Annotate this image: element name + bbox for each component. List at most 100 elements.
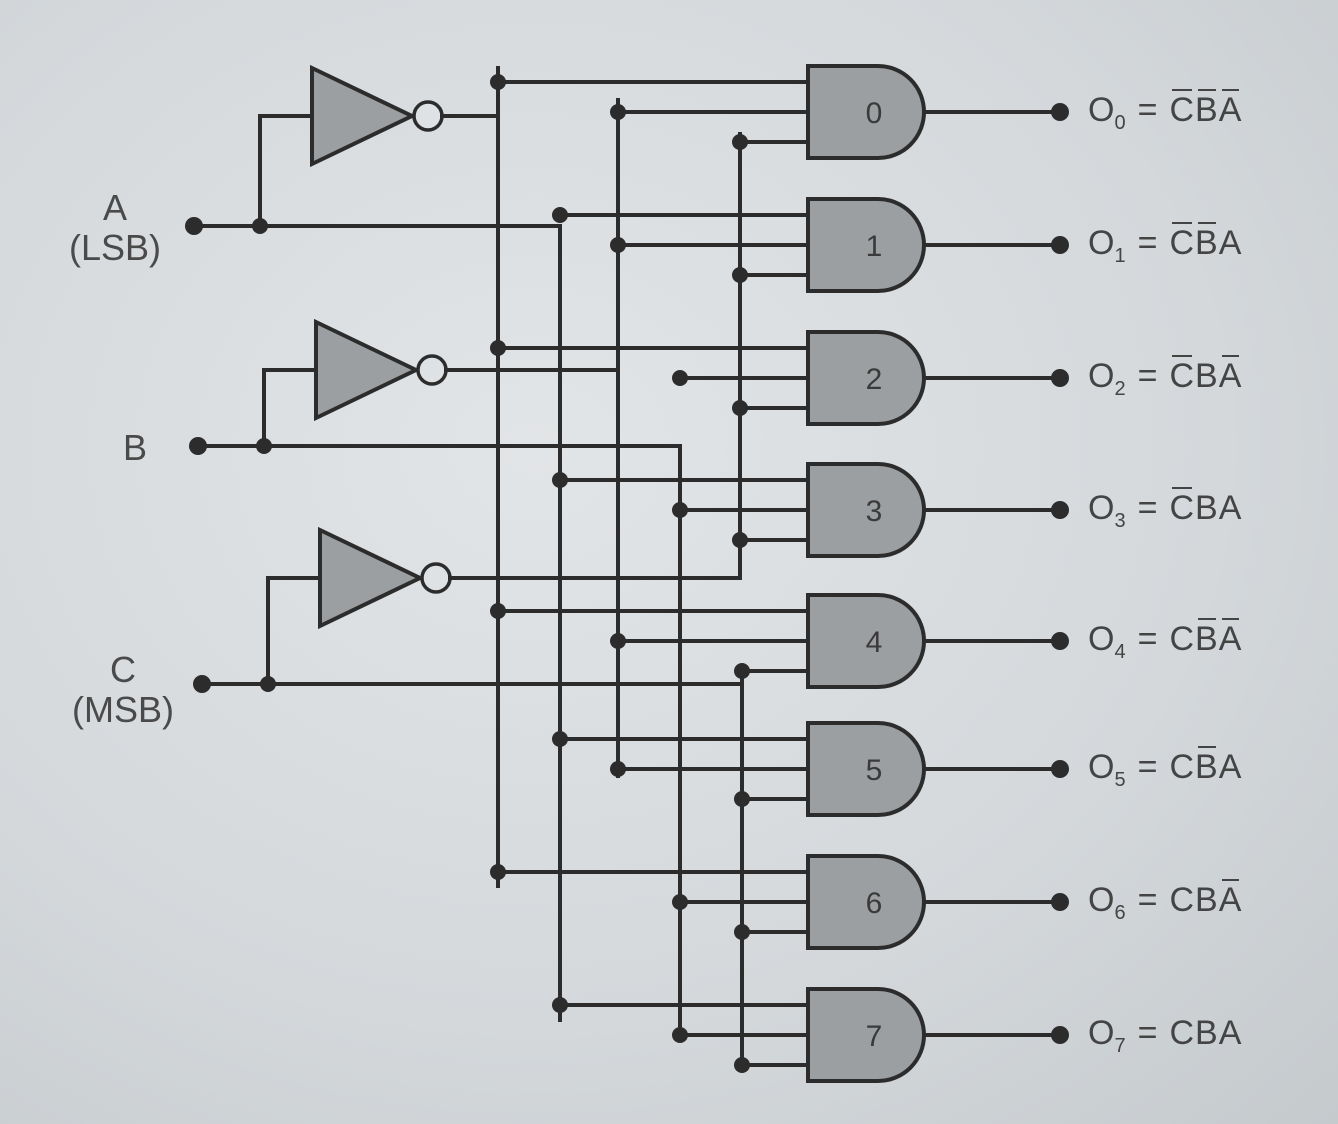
output-5-index: 5 (1114, 769, 1126, 791)
gate-6-tap-1 (672, 894, 688, 910)
and-gate-2-label: 2 (866, 363, 883, 396)
output-0-index: 0 (1114, 112, 1126, 134)
gate-5-tap-1 (610, 761, 626, 777)
gate-3-tap-2 (732, 532, 748, 548)
input-a-note: (LSB) (68, 227, 162, 268)
input-b-label: B (100, 428, 170, 468)
output-4-equation: O4=CBA (1088, 618, 1243, 672)
output-5-terminal (1051, 760, 1069, 778)
output-6-index: 6 (1114, 902, 1126, 924)
output-7-literal-a: A (1218, 1014, 1243, 1052)
and-gate-4-label: 4 (866, 626, 883, 659)
output-7-literal-b: B (1195, 1014, 1219, 1052)
output-4-name: O (1088, 620, 1115, 658)
and-gate-3 (806, 462, 926, 558)
gate-7-tap-1 (672, 1027, 688, 1043)
input-a-terminal (185, 217, 203, 235)
input-c-terminal (193, 675, 211, 693)
inverter-c-bubble (420, 562, 452, 594)
output-2-index: 2 (1114, 378, 1126, 400)
and-gate-3-label: 3 (866, 495, 883, 528)
and-gate-1 (806, 197, 926, 293)
output-3-equals: = (1137, 489, 1158, 527)
output-2-literal-b: B (1195, 357, 1219, 395)
gate-2-tap-2 (732, 400, 748, 416)
output-3-literal-c: C (1169, 487, 1195, 527)
output-7-name: O (1088, 1014, 1115, 1052)
output-5-equals: = (1137, 748, 1158, 786)
gate-6-tap-0 (490, 864, 506, 880)
and-gate-1-label: 1 (866, 230, 883, 263)
output-2-name: O (1088, 357, 1115, 395)
gate-3-tap-0 (552, 472, 568, 488)
output-6-equals: = (1137, 881, 1158, 919)
inverter-b-triangle (314, 318, 421, 422)
output-3-terminal (1051, 501, 1069, 519)
output-4-index: 4 (1114, 641, 1126, 663)
inverter-a-triangle (310, 64, 417, 168)
output-7-terminal (1051, 1026, 1069, 1044)
output-4-literal-a: A (1218, 618, 1243, 658)
output-2-literal-c: C (1169, 355, 1195, 395)
output-1-equals: = (1137, 224, 1158, 262)
output-1-literal-b: B (1195, 222, 1219, 262)
output-7-equation: O7 = CBA (1088, 1013, 1242, 1066)
output-4-equals: = (1137, 620, 1158, 658)
inverter-b-bubble (416, 354, 448, 386)
and-gate-7 (806, 987, 926, 1083)
output-1-name: O (1088, 224, 1115, 262)
and-gate-5 (806, 721, 926, 817)
output-7-equals: = (1137, 1014, 1158, 1052)
and-gate-2 (806, 330, 926, 426)
gate-7-tap-0 (552, 997, 568, 1013)
output-6-literal-b: B (1195, 881, 1219, 919)
output-0-equals: = (1137, 91, 1158, 129)
input-c-name: C (110, 649, 136, 690)
gate-5-tap-2 (734, 791, 750, 807)
gate-5-tap-0 (552, 731, 568, 747)
input-a-riser (258, 114, 314, 228)
output-3-literal-a: A (1218, 489, 1243, 527)
output-0-terminal (1051, 103, 1069, 121)
output-4-literal-b: B (1195, 618, 1219, 658)
output-1-literal-a: A (1218, 224, 1243, 262)
input-c-label: C (MSB) (60, 650, 186, 730)
gate-4-tap-0 (490, 603, 506, 619)
and-gate-6-label: 6 (866, 887, 883, 920)
input-b-name: B (122, 427, 147, 468)
output-0-equation: O0=CBA (1088, 89, 1242, 143)
output-7-literal-c: C (1169, 1014, 1195, 1052)
input-c-note: (MSB) (72, 689, 174, 730)
gate-0-tap-2 (732, 134, 748, 150)
output-5-equation: O5=CBA (1088, 746, 1243, 800)
output-1-terminal (1051, 236, 1069, 254)
gate-6-tap-2 (734, 924, 750, 940)
output-3-name: O (1088, 489, 1115, 527)
and-gate-6 (806, 854, 926, 950)
output-3-equation: O3 = CBA (1088, 487, 1243, 541)
output-2-equals: = (1137, 357, 1158, 395)
output-5-literal-c: C (1169, 748, 1195, 786)
input-c-riser (266, 576, 322, 686)
output-1-index: 1 (1114, 245, 1126, 267)
output-7-index: 7 (1114, 1035, 1126, 1057)
output-1-equation: O1 = CBA (1088, 222, 1243, 276)
gate-4-tap-2 (734, 663, 750, 679)
input-a-name: A (102, 187, 127, 228)
and-gate-0 (806, 64, 926, 160)
gate-2-tap-1 (672, 370, 688, 386)
output-5-name: O (1088, 748, 1115, 786)
output-6-equation: O6=CBA (1088, 879, 1242, 933)
and-gate-0-label: 0 (866, 97, 883, 130)
output-2-literal-a: A (1218, 355, 1243, 395)
output-1-literal-c: C (1169, 222, 1195, 262)
output-3-index: 3 (1114, 510, 1126, 532)
and-gate-4 (806, 593, 926, 689)
output-5-literal-a: A (1218, 748, 1243, 786)
input-b-riser (262, 368, 318, 448)
gate-1-tap-2 (732, 267, 748, 283)
output-4-terminal (1051, 632, 1069, 650)
output-3-literal-b: B (1195, 489, 1219, 527)
